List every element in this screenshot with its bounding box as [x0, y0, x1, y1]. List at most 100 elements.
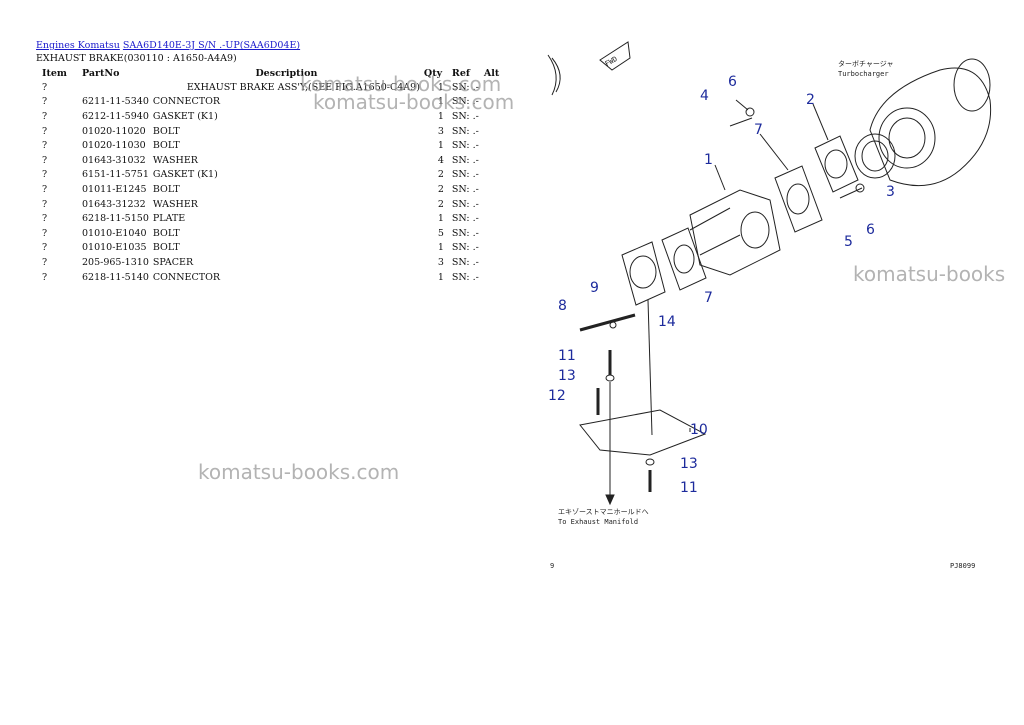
manifold-arrow-head [605, 494, 615, 506]
cell-alt [482, 211, 506, 226]
cell-alt [482, 138, 506, 153]
cell-description: EXHAUST BRAKE ASS'Y,(SEE FIG.A1650-C4A9) [186, 81, 420, 93]
cell-ref: SN: .- [451, 125, 479, 137]
bolt-8 [579, 313, 636, 332]
exploded-parts-diagram: FWD 6 4 2 7 1 3 6 5 7 8 9 14 11 13 12 10… [547, 41, 992, 570]
turbo-flange [878, 107, 936, 169]
watermark: komatsu-books.com [198, 460, 400, 484]
cell-qty: 1 [437, 213, 444, 225]
spacer-13 [645, 458, 655, 466]
callout-label: 13 [558, 368, 576, 384]
cell-qty: 2 [437, 198, 444, 210]
fwd-label: FWD [604, 55, 619, 68]
cell-ref: SN: .- [451, 154, 479, 166]
callout-label: 6 [866, 222, 875, 238]
callout-label: 13 [680, 456, 698, 472]
leader-line [812, 103, 829, 141]
cell-description: CONNECTOR [152, 271, 221, 283]
cell-ref: SN: .- [451, 169, 479, 181]
connector-14-hole [629, 255, 657, 289]
fwd-arrow-icon [599, 41, 631, 71]
cell-ref: SN: .- [451, 271, 479, 283]
breadcrumb: Engines Komatsu SAA6D140E-3J S/N .-UP(SA… [36, 40, 300, 51]
cell-description: GASKET (K1) [152, 110, 218, 122]
callout-label: 7 [704, 290, 713, 306]
cell-partno: 01643-31032 [82, 154, 146, 166]
breadcrumb-engines-link[interactable]: Engines Komatsu [36, 40, 120, 51]
header-item: Item [42, 67, 67, 79]
cell-description: WASHER [152, 154, 198, 166]
bolt-4 [729, 117, 753, 127]
turbocharger-housing [869, 67, 992, 187]
table-row: ? EXHAUST BRAKE ASS'Y,(SEE FIG.A1650-C4A9… [36, 80, 506, 95]
exhaust-brake-bore [740, 211, 770, 249]
cell-qty: 4 [437, 154, 444, 166]
leader-line [759, 133, 789, 171]
table-header-row: Item PartNo Description Qty Ref Alt [36, 66, 506, 80]
cell-description: PLATE [152, 213, 186, 225]
exhaust-brake-detail [689, 207, 741, 256]
turbo-flange-inner [888, 117, 926, 159]
header-partno: PartNo [82, 67, 120, 79]
cell-item: ? [42, 169, 48, 181]
turbo-label-jp: ターボチャージャ [838, 59, 893, 68]
cell-partno [80, 80, 151, 95]
turbo-outlet [953, 58, 991, 112]
exhaust-label-jp: エキゾーストマニホールドへ [558, 508, 649, 516]
cell-description: BOLT [152, 140, 180, 152]
cell-alt [482, 182, 506, 197]
page-code: PJ8099 [950, 562, 975, 570]
cell-partno: 01011-E1245 [82, 183, 147, 195]
gasket-7-lower-hole [673, 244, 695, 274]
callout-label: 10 [690, 422, 708, 438]
cell-partno: 6151-11-5751 [82, 169, 149, 181]
cell-ref: SN: .- [451, 96, 479, 108]
page-subtitle: EXHAUST BRAKE(030110 : A1650-A4A9) [36, 53, 237, 64]
callout-label: 2 [806, 92, 815, 108]
callout-label: 11 [558, 348, 576, 364]
bolt-5 [839, 187, 863, 199]
callout-label: 3 [886, 184, 895, 200]
cell-ref: SN: .- [451, 183, 479, 195]
gasket-7-upper [774, 165, 823, 233]
callout-label: 4 [700, 88, 709, 104]
cell-partno: 6218-11-5140 [82, 271, 149, 283]
cell-alt [482, 255, 506, 270]
cell-description: BOLT [152, 242, 180, 254]
cell-ref: SN: .- [451, 81, 479, 93]
cell-item: ? [42, 198, 48, 210]
cell-qty: 2 [437, 169, 444, 181]
cell-partno: 01010-E1040 [82, 227, 147, 239]
partial-curve-line [551, 57, 561, 93]
cell-alt [482, 109, 506, 124]
cell-partno: 6211-11-5340 [82, 96, 149, 108]
partial-curve-line [547, 54, 557, 96]
cell-item: ? [42, 256, 48, 268]
cell-item: ? [42, 81, 48, 93]
cell-item: ? [42, 110, 48, 122]
washer-9 [609, 321, 617, 329]
gasket-3 [854, 133, 896, 179]
cell-partno: 205-965-1310 [82, 256, 149, 268]
breadcrumb-model-link[interactable]: SAA6D140E-3J S/N .-UP(SAA6D04E) [122, 40, 301, 51]
cell-alt [482, 241, 506, 256]
cell-description: BOLT [152, 125, 180, 137]
cell-qty: 1 [437, 110, 444, 122]
exhaust-label-en: To Exhaust Manifold [558, 518, 638, 526]
cell-alt [482, 197, 506, 212]
corner-mark: 9 [550, 562, 554, 570]
cell-item: ? [42, 242, 48, 254]
cell-qty: 2 [437, 183, 444, 195]
callout-label: 6 [728, 74, 737, 90]
connector-2 [814, 135, 859, 193]
cell-qty: 1 [437, 96, 444, 108]
cell-qty: 1 [437, 140, 444, 152]
cell-item: ? [42, 96, 48, 108]
table-body: ? EXHAUST BRAKE ASS'Y,(SEE FIG.A1650-C4A9… [36, 80, 506, 284]
